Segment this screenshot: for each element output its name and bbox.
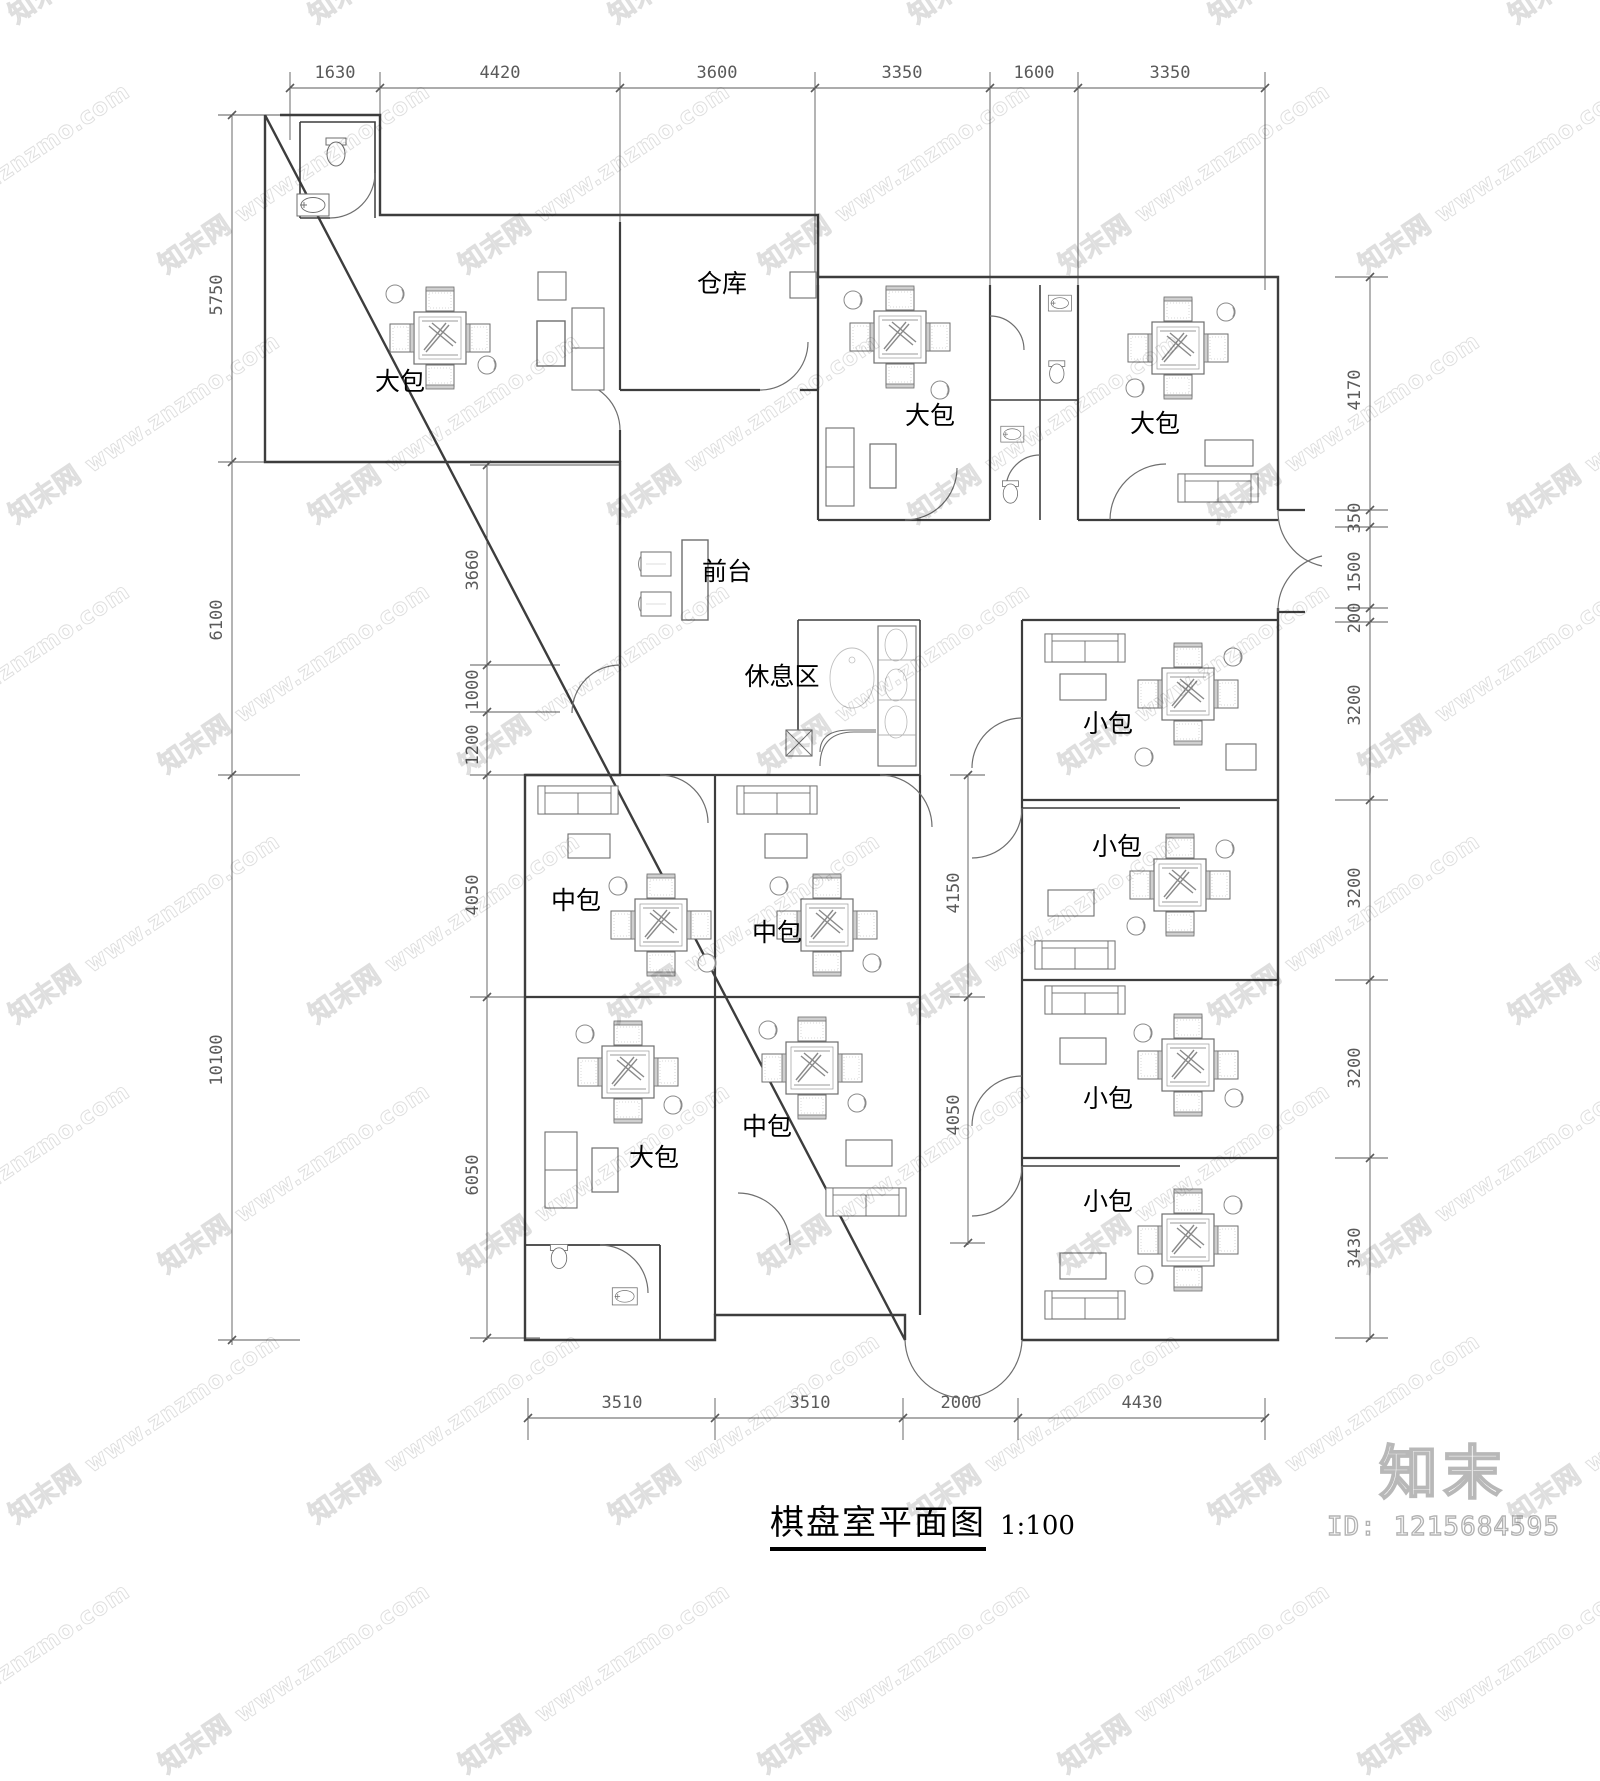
- dimension-labels-interior: 4150 4050: [944, 873, 964, 1136]
- dimension-chain-interior: [950, 770, 985, 1248]
- dim-bottom-3: 4430: [1122, 1393, 1163, 1413]
- room-label-1: 仓库: [697, 269, 747, 298]
- zhongbao-unit-1: [537, 785, 717, 977]
- room-label-9: 小包: [1083, 1187, 1133, 1216]
- mahjong-set-r4: [1125, 296, 1236, 400]
- dimension-labels-left-outer: 5750 6100 10100: [207, 275, 227, 1086]
- room-label-4: 前台: [702, 557, 752, 586]
- watermark-text: 知末网 www.znzmo.com: [153, 1578, 436, 1780]
- cabinet-storage: [789, 271, 817, 299]
- dim-left-outer-0: 5750: [207, 275, 227, 316]
- floor-plan-drawing: 1630 4420 3600 3350 1600 3350 5750 6100 …: [207, 63, 1388, 1440]
- watermark-text: 知末网 www.znzmo.com: [0, 1578, 135, 1729]
- dim-left-inner-2: 1200: [463, 725, 483, 766]
- dimension-chain-bottom: [523, 1398, 1270, 1440]
- logo-id: ID: 1215684595: [1326, 1511, 1560, 1542]
- dim-left-outer-1: 6100: [207, 600, 227, 641]
- room-label-11: 中包: [752, 918, 802, 947]
- sofa-r3: [825, 427, 897, 507]
- room-label-10: 中包: [551, 886, 601, 915]
- room-label-0: 大包: [375, 367, 425, 396]
- watermark-text: 知末网 www.znzmo.com: [753, 1578, 1036, 1780]
- dim-top-5: 3350: [1150, 63, 1191, 83]
- dim-top-0: 1630: [315, 63, 356, 83]
- dim-top-2: 3600: [697, 63, 738, 83]
- room-label-7: 小包: [1092, 832, 1142, 861]
- dimension-labels-left-inner: 3660 1000 1200 4050 6050: [463, 550, 483, 1196]
- room-label-12: 大包: [629, 1143, 679, 1172]
- room-label-13: 中包: [742, 1112, 792, 1141]
- dim-right-5: 3200: [1345, 868, 1365, 909]
- room-label-group: 大包 仓库 大包 大包 前台 休息区 小包 小包 小包 小包 中包 中包 大包 …: [375, 269, 1180, 1216]
- dim-top-3: 3350: [882, 63, 923, 83]
- dim-bottom-0: 3510: [602, 1393, 643, 1413]
- dim-right-4: 3200: [1345, 685, 1365, 726]
- xiaobao-unit-4: [1044, 1188, 1243, 1320]
- door-swings: [329, 172, 1323, 1399]
- sofa-r4: [1177, 439, 1259, 503]
- lounge-side-table: [785, 729, 813, 757]
- dim-right-6: 3200: [1345, 1048, 1365, 1089]
- dimension-chain-top: [285, 72, 1270, 290]
- reception-chairs: [638, 551, 672, 617]
- title-block: 棋盘室平面图 1:100: [770, 1495, 1075, 1551]
- room-label-3: 大包: [1130, 409, 1180, 438]
- reception-desk: [681, 539, 709, 621]
- page-title: 棋盘室平面图: [770, 1495, 986, 1551]
- lounge-sofa: [819, 625, 917, 767]
- dim-left-inner-3: 4050: [463, 875, 483, 916]
- dim-right-7: 3430: [1345, 1228, 1365, 1269]
- dimension-labels-right: 4170 350 1500 200 3200 3200 3200 3430: [1345, 370, 1365, 1269]
- sink-fixture: [296, 193, 330, 217]
- room-label-8: 小包: [1083, 1084, 1133, 1113]
- room-label-5: 休息区: [744, 662, 819, 691]
- dim-right-1: 350: [1345, 503, 1365, 534]
- toilet-fixture: [325, 137, 347, 167]
- dim-right-0: 4170: [1345, 370, 1365, 411]
- drawing-scale: 1:100: [1000, 1511, 1075, 1541]
- dim-interior-1: 4050: [944, 1095, 964, 1136]
- site-logo: 知末 ID: 1215684595: [1326, 1439, 1560, 1543]
- dim-top-4: 1600: [1014, 63, 1055, 83]
- dim-left-inner-4: 6050: [463, 1155, 483, 1196]
- dim-top-1: 4420: [480, 63, 521, 83]
- dabao-unit-bottom: [544, 1020, 683, 1306]
- logo-mark: 知末: [1378, 1439, 1508, 1507]
- dimension-chain-left-outer: [218, 110, 300, 1345]
- room-label-2: 大包: [905, 401, 955, 430]
- zhongbao-unit-2: [736, 785, 882, 977]
- dimension-chain-right: [1335, 272, 1388, 1343]
- dim-left-inner-1: 1000: [463, 670, 483, 711]
- xiaobao-unit-1: [1044, 633, 1257, 771]
- dim-right-3: 200: [1345, 603, 1365, 634]
- dim-left-inner-0: 3660: [463, 550, 483, 591]
- dim-right-2: 1500: [1345, 552, 1365, 593]
- dimension-labels-bottom: 3510 3510 2000 4430: [602, 1393, 1163, 1413]
- wall-structure: [263, 113, 1305, 1342]
- watermark-text: 知末网 www.znzmo.com: [453, 1578, 736, 1780]
- watermark-text: 知末网 www.znzmo.com: [1053, 1578, 1336, 1780]
- xiaobao-unit-3: [1044, 985, 1244, 1117]
- furniture-layout: [296, 137, 1259, 1320]
- cabinet-left-hall: [536, 271, 605, 391]
- room-label-6: 小包: [1083, 709, 1133, 738]
- mahjong-set-r3: [843, 285, 951, 400]
- zhongbao-unit-3: [758, 1016, 907, 1217]
- watermark-text: 知末网 www.znzmo.com: [1353, 1578, 1600, 1780]
- dim-bottom-1: 3510: [790, 1393, 831, 1413]
- dimension-labels-top: 1630 4420 3600 3350 1600 3350: [315, 63, 1191, 83]
- dim-left-outer-2: 10100: [207, 1034, 227, 1085]
- dim-interior-0: 4150: [944, 873, 964, 914]
- xiaobao-unit-2: [1034, 833, 1235, 970]
